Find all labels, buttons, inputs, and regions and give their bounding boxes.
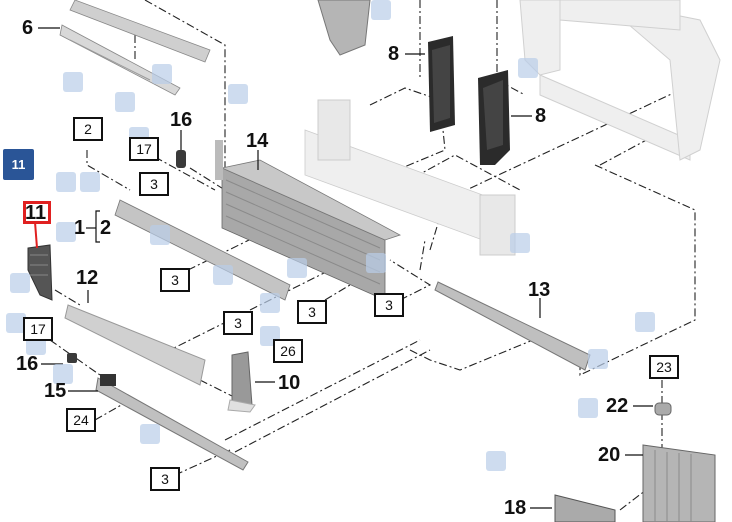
- ref-box-17[interactable]: 17: [23, 317, 53, 341]
- hotspot[interactable]: [63, 72, 83, 92]
- page-badge[interactable]: 11: [3, 149, 34, 180]
- part-11-side-grille-left[interactable]: [27, 244, 53, 301]
- part-6-bracket-upper[interactable]: [59, 0, 211, 96]
- part-12-trim-strip[interactable]: [64, 304, 206, 386]
- ref-box-2[interactable]: 2: [73, 117, 103, 141]
- part-8-air-guide-right[interactable]: [478, 70, 510, 165]
- ref-box-3[interactable]: 3: [160, 268, 190, 292]
- hotspot[interactable]: [486, 451, 506, 471]
- part-16-clip-upper[interactable]: [176, 150, 186, 168]
- ref-box-3[interactable]: 3: [139, 172, 169, 196]
- hotspot[interactable]: [56, 172, 76, 192]
- part-13-underbody-panel[interactable]: [434, 281, 591, 371]
- hotspot[interactable]: [56, 222, 76, 242]
- ref-box-24[interactable]: 24: [66, 408, 96, 432]
- hotspot[interactable]: [213, 265, 233, 285]
- hotspot[interactable]: [150, 225, 170, 245]
- hotspot[interactable]: [115, 92, 135, 112]
- hotspot[interactable]: [518, 58, 538, 78]
- part-8-air-guide-left[interactable]: [428, 36, 455, 132]
- part-18-frame[interactable]: [554, 494, 616, 522]
- ref-box-3[interactable]: 3: [297, 300, 327, 324]
- hotspot[interactable]: [635, 312, 655, 332]
- hotspot[interactable]: [80, 172, 100, 192]
- ref-box-3[interactable]: 3: [223, 311, 253, 335]
- part-22-cap[interactable]: [654, 402, 672, 416]
- hotspot[interactable]: [510, 233, 530, 253]
- callout-12[interactable]: 12: [76, 267, 99, 289]
- callout-20[interactable]: 20: [598, 444, 621, 466]
- callout-8[interactable]: 8: [388, 43, 400, 65]
- callout-ticks: [34, 27, 653, 509]
- hotspot[interactable]: [260, 293, 280, 313]
- callout-16[interactable]: 16: [16, 353, 39, 375]
- ref-box-17[interactable]: 17: [129, 137, 159, 161]
- part-10-side-grille-right[interactable]: [227, 351, 256, 413]
- hotspot[interactable]: [366, 253, 386, 273]
- hotspot[interactable]: [152, 64, 172, 84]
- selected-part-highlight: [23, 201, 51, 224]
- hotspot[interactable]: [588, 349, 608, 369]
- part-bumper-beam[interactable]: [304, 99, 516, 256]
- callout-6[interactable]: 6: [22, 17, 34, 39]
- hotspot[interactable]: [140, 424, 160, 444]
- callout-18[interactable]: 18: [504, 497, 527, 519]
- callout-2[interactable]: 2: [100, 217, 112, 239]
- callout-22[interactable]: 22: [606, 395, 629, 417]
- hotspot[interactable]: [287, 258, 307, 278]
- hotspot[interactable]: [371, 0, 391, 20]
- part-air-duct-top[interactable]: [317, 0, 371, 56]
- callout-10[interactable]: 10: [278, 372, 301, 394]
- part-15-lower-bracket[interactable]: [95, 374, 249, 471]
- hotspot[interactable]: [578, 398, 598, 418]
- part-14-air-shutter[interactable]: [215, 140, 402, 301]
- callout-14[interactable]: 14: [246, 130, 269, 152]
- hotspot[interactable]: [10, 273, 30, 293]
- part-20-radiator[interactable]: [642, 444, 716, 522]
- ref-box-26[interactable]: 26: [273, 339, 303, 363]
- callout-1[interactable]: 1: [74, 217, 86, 239]
- ref-box-3[interactable]: 3: [150, 467, 180, 491]
- part-16-clip-lower[interactable]: [67, 353, 77, 363]
- callout-15[interactable]: 15: [44, 380, 67, 402]
- part-front-carrier[interactable]: [519, 0, 721, 161]
- callout-13[interactable]: 13: [528, 279, 551, 301]
- callout-16[interactable]: 16: [170, 109, 193, 131]
- callout-11[interactable]: 11: [25, 202, 47, 224]
- hotspot[interactable]: [6, 313, 26, 333]
- ref-box-3[interactable]: 3: [374, 293, 404, 317]
- callout-8[interactable]: 8: [535, 105, 547, 127]
- hotspot[interactable]: [228, 84, 248, 104]
- ref-box-23[interactable]: 23: [649, 355, 679, 379]
- hotspot[interactable]: [53, 364, 73, 384]
